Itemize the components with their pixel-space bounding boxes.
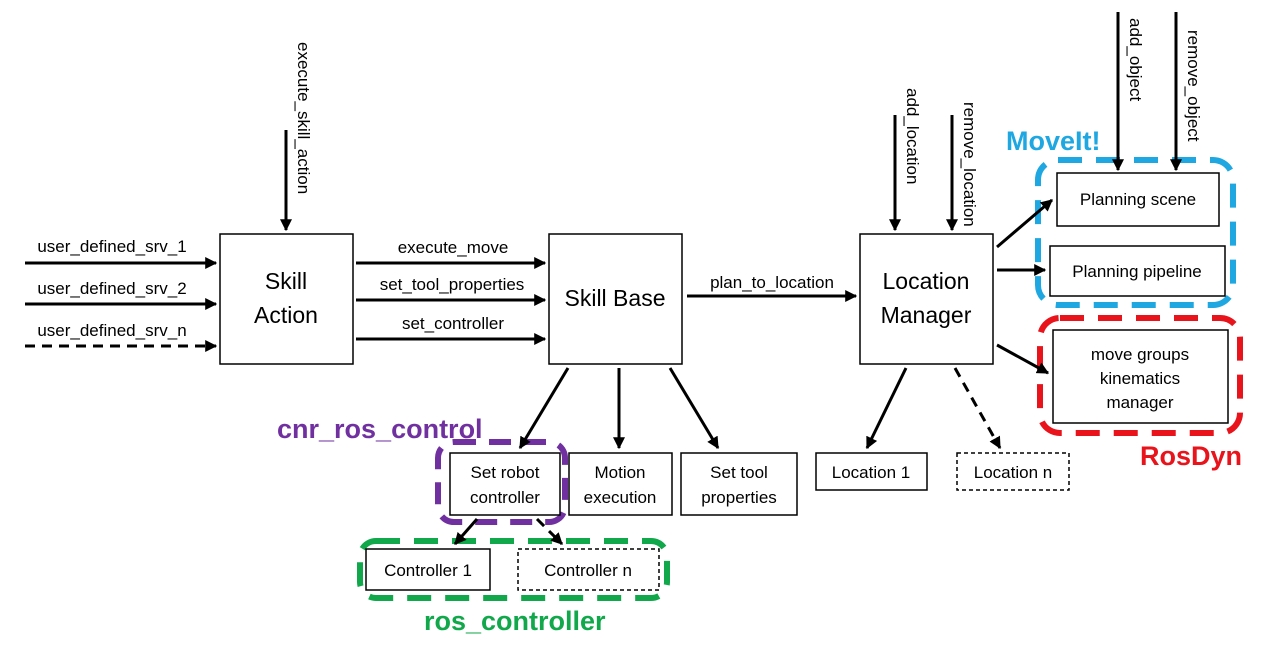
motion-execution-label-1: Motion bbox=[594, 463, 645, 482]
location-n-box bbox=[956, 452, 1070, 491]
rosdyn-group-outline bbox=[1037, 315, 1243, 436]
motion-execution-label-2: execution bbox=[584, 488, 657, 507]
location-manager-box bbox=[859, 233, 994, 365]
label-add-location: add_location bbox=[903, 88, 922, 184]
ros-controller-group-outline bbox=[357, 538, 670, 601]
skill-base-label: Skill Base bbox=[565, 285, 666, 311]
move-groups-label-3: manager bbox=[1106, 393, 1173, 412]
label-execute-move: execute_move bbox=[398, 238, 509, 257]
set-tool-properties-box bbox=[680, 452, 798, 516]
rosdyn-group-title: RosDyn bbox=[1140, 441, 1242, 471]
controller-n-label: Controller n bbox=[544, 561, 632, 580]
controller-1-label: Controller 1 bbox=[384, 561, 472, 580]
location-n-label: Location n bbox=[974, 463, 1052, 482]
ros-controller-group-title: ros_controller bbox=[424, 606, 606, 636]
location-manager-label-2: Manager bbox=[881, 302, 972, 328]
motion-execution-box bbox=[568, 452, 673, 516]
planning-scene-label: Planning scene bbox=[1080, 190, 1196, 209]
skill-base-box bbox=[548, 233, 683, 365]
cnr-ros-control-group-title: cnr_ros_control bbox=[277, 414, 483, 444]
location-manager-label-1: Location bbox=[883, 268, 970, 294]
move-groups-label-1: move groups bbox=[1091, 345, 1189, 364]
cnr-ros-control-group-outline bbox=[435, 439, 568, 525]
controller-1-box bbox=[365, 548, 491, 591]
label-set-tool-properties: set_tool_properties bbox=[380, 275, 525, 294]
label-user-defined-srv-2: user_defined_srv_2 bbox=[37, 279, 186, 298]
label-plan-to-location: plan_to_location bbox=[710, 273, 834, 292]
moveit-group-outline bbox=[1035, 157, 1236, 308]
location-1-label: Location 1 bbox=[832, 463, 910, 482]
arrow-to-location-n bbox=[953, 367, 1002, 450]
set-robot-controller-label-1: Set robot bbox=[471, 463, 540, 482]
set-robot-controller-label-2: controller bbox=[470, 488, 540, 507]
set-robot-controller-box bbox=[449, 452, 561, 516]
move-groups-box bbox=[1052, 329, 1229, 424]
location-1-box bbox=[815, 452, 928, 491]
skill-action-label-1: Skill bbox=[265, 268, 307, 294]
label-add-object: add_object bbox=[1126, 18, 1145, 101]
arrow-to-move-groups bbox=[996, 343, 1050, 375]
label-user-defined-srv-n: user_defined_srv_n bbox=[37, 321, 186, 340]
skill-action-label-2: Action bbox=[254, 302, 318, 328]
planning-scene-box bbox=[1056, 172, 1220, 227]
label-set-controller: set_controller bbox=[402, 314, 504, 333]
move-groups-label-2: kinematics bbox=[1100, 369, 1180, 388]
moveit-group-title: MoveIt! bbox=[1006, 126, 1101, 156]
arrow-to-planning-scene bbox=[996, 198, 1053, 249]
set-tool-properties-label-1: Set tool bbox=[710, 463, 768, 482]
arrow-to-set-robot-controller bbox=[518, 367, 570, 450]
skill-action-box bbox=[219, 233, 354, 365]
controller-n-box bbox=[517, 548, 660, 591]
planning-pipeline-box bbox=[1049, 245, 1226, 297]
label-remove-object: remove_object bbox=[1184, 30, 1203, 142]
arrow-to-controller-n bbox=[535, 517, 564, 546]
arrow-to-location-1 bbox=[865, 367, 908, 450]
arrow-to-set-tool-properties bbox=[668, 367, 720, 450]
arrow-to-controller-1 bbox=[453, 518, 479, 545]
label-remove-location: remove_location bbox=[960, 102, 979, 227]
label-execute-skill-action: execute_skill_action bbox=[294, 42, 313, 194]
label-user-defined-srv-1: user_defined_srv_1 bbox=[37, 237, 186, 256]
planning-pipeline-label: Planning pipeline bbox=[1072, 262, 1202, 281]
set-tool-properties-label-2: properties bbox=[701, 488, 777, 507]
